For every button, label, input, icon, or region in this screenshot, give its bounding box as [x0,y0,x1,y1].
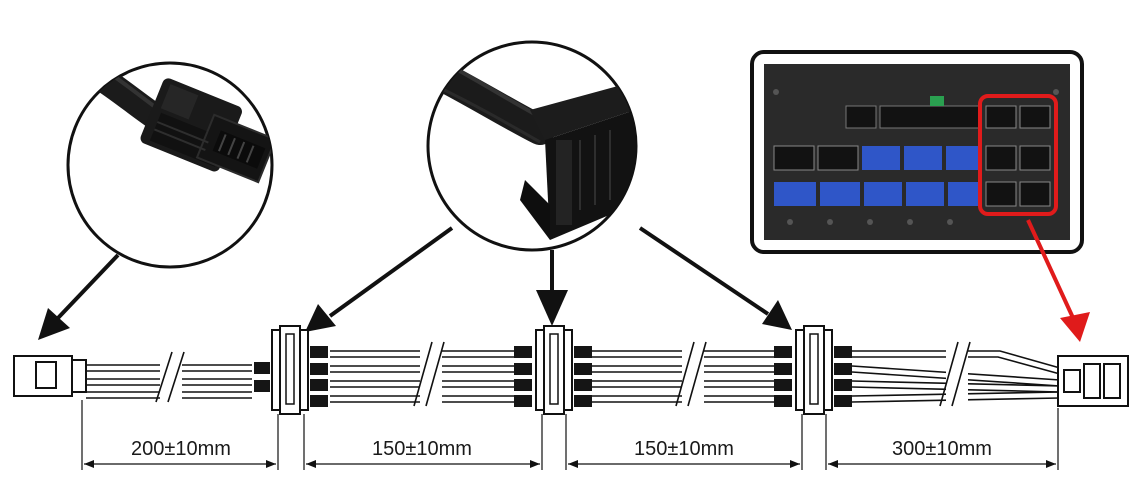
dimension-label-segment-4: 300±10mm [892,438,992,460]
end-sata-plug [13,355,87,397]
pointer-arrows [38,219,1090,342]
inline-connector-1 [254,325,328,415]
dimension-label-segment-3: 150±10mm [634,438,734,460]
dimension-label-segment-2: 150±10mm [372,438,472,460]
inline-connector-3 [774,325,852,415]
sata-right-angle-closeup [426,40,638,252]
inline-connector-2 [514,325,592,415]
cable-assembly [13,325,1129,415]
psu-panel [750,50,1084,254]
dimension-arrowheads [84,460,1056,468]
sata-straight-closeup [66,61,274,269]
dimension-lines [81,400,1059,470]
psu-end-connector [1057,355,1129,407]
dimension-label-segment-1: 200±10mm [131,438,231,460]
